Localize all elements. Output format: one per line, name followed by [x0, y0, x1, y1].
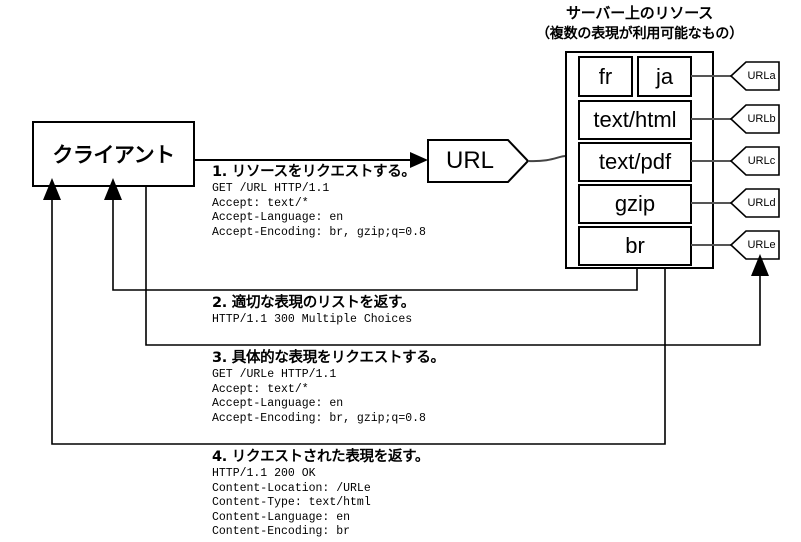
- url-tag-c-label: URLc: [747, 155, 776, 167]
- rep-label-fr: fr: [598, 63, 613, 89]
- connector-step-4: [43, 178, 666, 445]
- rep-box-gzip: [578, 184, 692, 224]
- rep-label-ja: ja: [655, 63, 674, 89]
- rep-box-text-html: [578, 100, 692, 140]
- rep-box-text-pdf: [578, 142, 692, 182]
- connector-step-2: [104, 178, 638, 291]
- representation-boxes: [578, 56, 692, 266]
- rep-box-fr: [578, 56, 633, 97]
- url-tag-a-label: URLa: [747, 70, 776, 82]
- step-1-body: GET /URL HTTP/1.1 Accept: text/* Accept-…: [212, 182, 426, 239]
- server-heading-line1: サーバー上のリソース: [565, 4, 714, 22]
- url-node-shape: [427, 139, 530, 183]
- url-tag-shapes: [729, 61, 780, 260]
- step-2-block: 2. 適切な表現のリストを返す。 HTTP/1.1 300 Multiple C…: [212, 294, 415, 328]
- rep-label-gzip: gzip: [614, 191, 656, 216]
- rep-label-br: br: [625, 233, 645, 258]
- url-tag-b-label: URLb: [747, 113, 776, 125]
- step-4-block: 4. リクエストされた表現を返す。 HTTP/1.1 200 OK Conten…: [212, 448, 429, 540]
- url-tag-c-shape: [729, 146, 780, 176]
- client-label: クライアント: [52, 143, 175, 167]
- rep-box-ja: [637, 56, 692, 97]
- connector-url-to-server: [527, 155, 567, 163]
- step-3-block: 3. 具体的な表現をリクエストする。 GET /URLe HTTP/1.1 Ac…: [212, 349, 445, 426]
- server-heading-line2: （複数の表現が利用可能なもの）: [536, 26, 743, 42]
- step-3-title: 3. 具体的な表現をリクエストする。: [212, 350, 445, 366]
- url-node-label: URL: [445, 147, 494, 174]
- step-4-body: HTTP/1.1 200 OK Content-Location: /URLe …: [212, 467, 371, 539]
- url-tag-d-label: URLd: [747, 197, 776, 209]
- url-tag-b-shape: [729, 104, 780, 134]
- url-tag-d-shape: [729, 188, 780, 218]
- step-4-title: 4. リクエストされた表現を返す。: [212, 449, 430, 465]
- url-tag-e-label: URLe: [747, 239, 776, 251]
- url-tag-e-shape: [729, 230, 780, 260]
- client-box: [32, 121, 195, 187]
- step-3-body: GET /URLe HTTP/1.1 Accept: text/* Accept…: [212, 368, 426, 425]
- step-2-body: HTTP/1.1 300 Multiple Choices: [212, 313, 413, 326]
- step-2-title: 2. 適切な表現のリストを返す。: [212, 295, 415, 311]
- rep-label-text-html: text/html: [593, 107, 677, 132]
- step-1-block: 1. リソースをリクエストする。 GET /URL HTTP/1.1 Accep…: [212, 163, 426, 240]
- step-1-title: 1. リソースをリクエストする。: [212, 164, 416, 180]
- url-tag-a-shape: [729, 61, 780, 91]
- rep-to-tag-links: [691, 75, 731, 246]
- connector-step-3: [145, 186, 769, 346]
- rep-label-text-pdf: text/pdf: [598, 149, 672, 174]
- connector-step-1: [194, 152, 428, 168]
